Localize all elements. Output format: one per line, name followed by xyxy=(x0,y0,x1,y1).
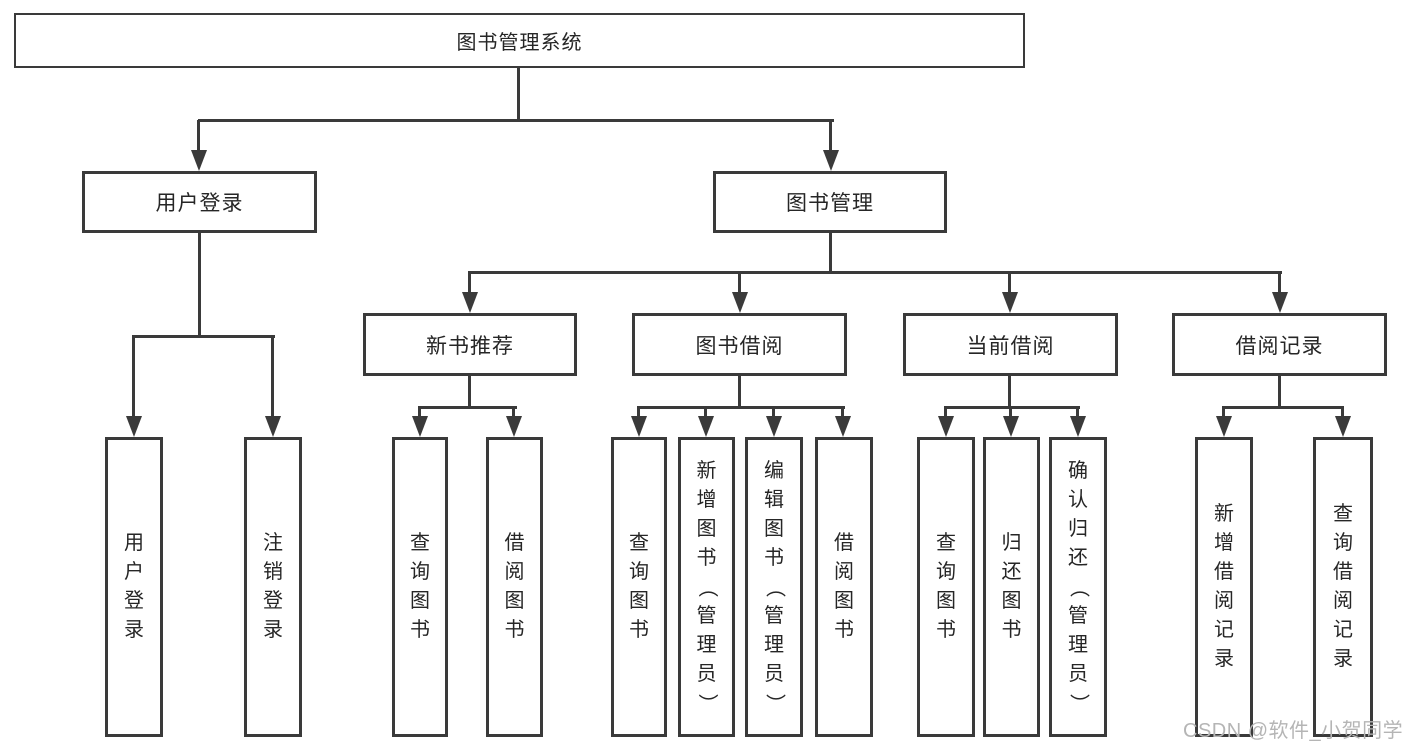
connector-line-v xyxy=(1008,376,1011,409)
connector-line-v xyxy=(418,406,421,417)
node-user-login: 用户登录 xyxy=(82,171,317,233)
connector-line-v xyxy=(512,406,515,417)
connector-line-v xyxy=(772,406,775,417)
connector-line-v xyxy=(1341,406,1344,417)
leaf-confirm-return-admin: 确认归还（管理员） xyxy=(1049,437,1107,737)
arrow-down-icon xyxy=(462,292,478,313)
connector-line-v xyxy=(841,406,844,417)
arrow-down-icon xyxy=(823,150,839,171)
leaf-query-borrow-record: 查询借阅记录 xyxy=(1313,437,1373,737)
connector-line-v xyxy=(1009,406,1012,417)
arrow-down-icon xyxy=(1335,416,1351,437)
arrow-down-icon xyxy=(191,150,207,171)
connector-line-v xyxy=(468,376,471,409)
arrow-down-icon xyxy=(506,416,522,437)
connector-line-v xyxy=(829,120,832,152)
connector-line-v xyxy=(197,120,200,152)
connector-line-v xyxy=(198,233,201,337)
leaf-borrow-books-recommend: 借阅图书 xyxy=(486,437,543,737)
node-library-system: 图书管理系统 xyxy=(14,13,1025,68)
connector-line-v xyxy=(1008,271,1011,292)
leaf-add-borrow-record: 新增借阅记录 xyxy=(1195,437,1253,737)
connector-line-v xyxy=(944,406,947,417)
leaf-query-books-recommend: 查询图书 xyxy=(392,437,448,737)
connector-line-h xyxy=(418,406,517,409)
connector-line-v xyxy=(517,66,520,122)
arrow-down-icon xyxy=(1216,416,1232,437)
leaf-user-login: 用户登录 xyxy=(105,437,163,737)
arrow-down-icon xyxy=(698,416,714,437)
connector-line-h xyxy=(132,335,275,338)
arrow-down-icon xyxy=(835,416,851,437)
node-book-management: 图书管理 xyxy=(713,171,947,233)
leaf-logout: 注销登录 xyxy=(244,437,302,737)
arrow-down-icon xyxy=(126,416,142,437)
node-current-borrow: 当前借阅 xyxy=(903,313,1118,376)
connector-line-h xyxy=(944,406,1080,409)
connector-line-v xyxy=(1278,271,1281,292)
csdn-watermark: CSDN @软件_小贺同学 xyxy=(1183,720,1404,742)
connector-line-v xyxy=(468,271,471,292)
connector-line-h xyxy=(198,119,834,122)
connector-line-v xyxy=(829,233,832,274)
arrow-down-icon xyxy=(1002,292,1018,313)
connector-line-v xyxy=(1278,376,1281,409)
arrow-down-icon xyxy=(265,416,281,437)
connector-line-v xyxy=(637,406,640,417)
leaf-return-book: 归还图书 xyxy=(983,437,1040,737)
node-borrow-records: 借阅记录 xyxy=(1172,313,1387,376)
arrow-down-icon xyxy=(938,416,954,437)
connector-line-v xyxy=(1222,406,1225,417)
connector-line-v xyxy=(738,271,741,292)
connector-line-v xyxy=(271,335,274,416)
connector-line-v xyxy=(704,406,707,417)
connector-line-h xyxy=(468,271,1282,274)
connector-line-h xyxy=(637,406,845,409)
arrow-down-icon xyxy=(732,292,748,313)
connector-line-v xyxy=(738,376,741,409)
node-new-book-recommend: 新书推荐 xyxy=(363,313,577,376)
connector-line-v xyxy=(132,335,135,416)
connector-line-v xyxy=(1076,406,1079,417)
leaf-edit-book-admin: 编辑图书（管理员） xyxy=(745,437,803,737)
leaf-query-books-current: 查询图书 xyxy=(917,437,975,737)
leaf-borrow-books: 借阅图书 xyxy=(815,437,873,737)
leaf-query-books-borrow: 查询图书 xyxy=(611,437,667,737)
node-book-borrow: 图书借阅 xyxy=(632,313,847,376)
arrow-down-icon xyxy=(1272,292,1288,313)
arrow-down-icon xyxy=(1003,416,1019,437)
arrow-down-icon xyxy=(766,416,782,437)
arrow-down-icon xyxy=(1070,416,1086,437)
arrow-down-icon xyxy=(631,416,647,437)
connector-line-h xyxy=(1222,406,1344,409)
leaf-add-book-admin: 新增图书（管理员） xyxy=(678,437,735,737)
arrow-down-icon xyxy=(412,416,428,437)
